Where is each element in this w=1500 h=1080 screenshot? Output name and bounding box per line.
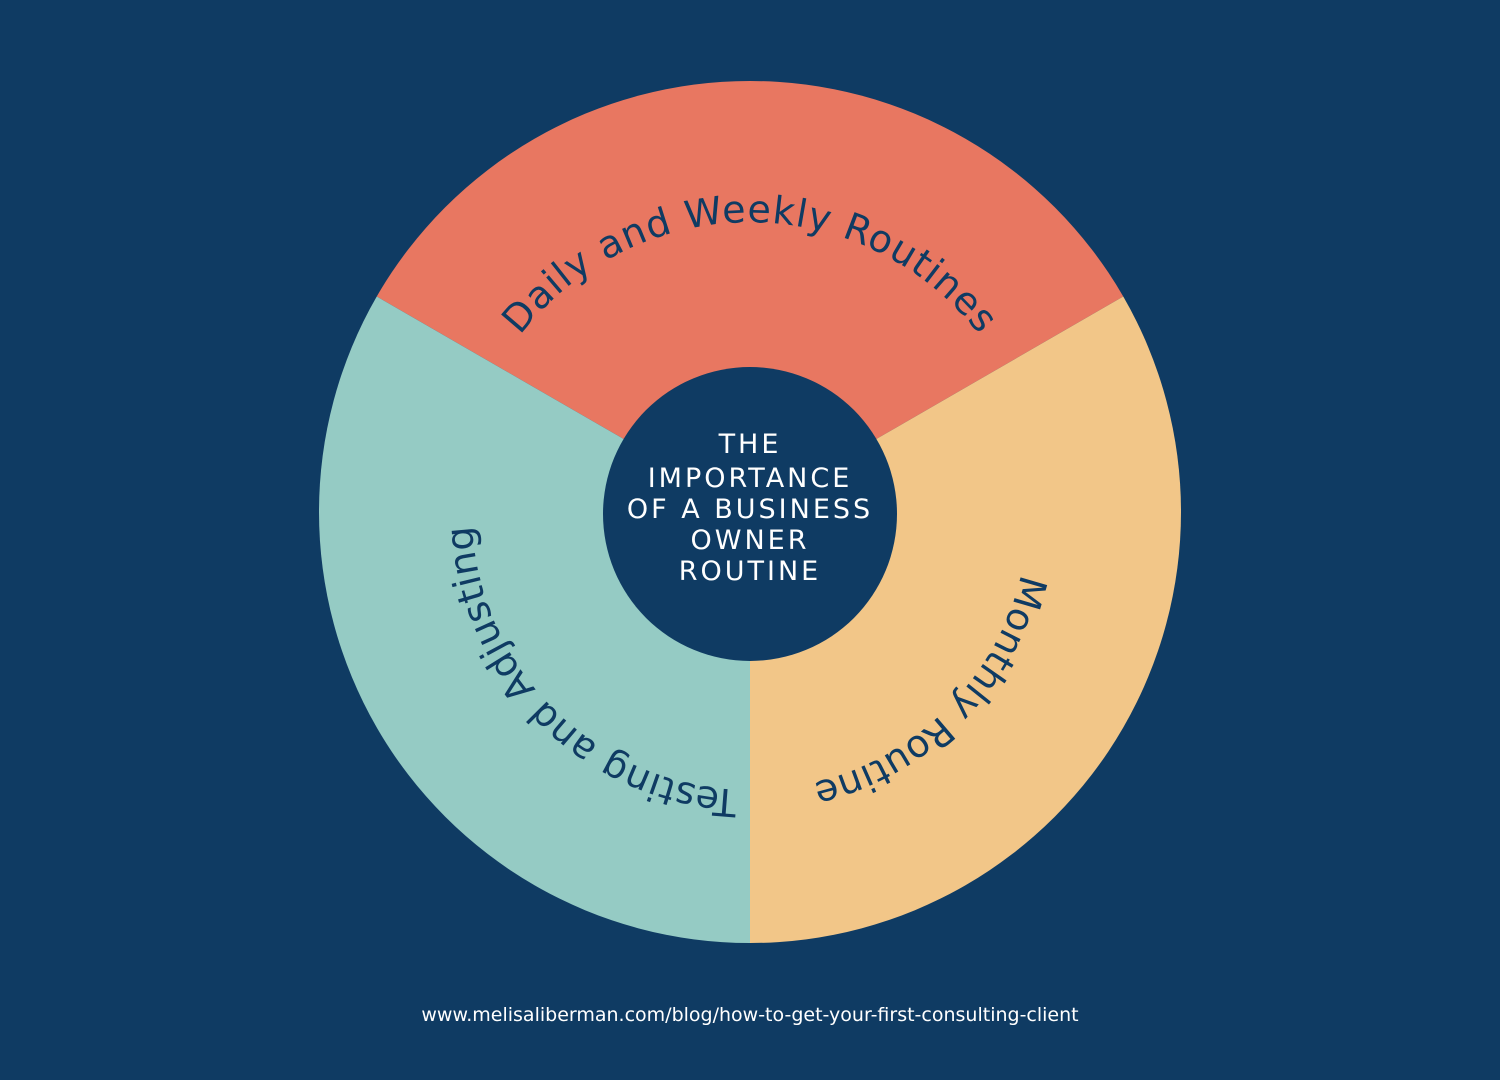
center-title-line-3: OF A BUSINESS	[627, 494, 873, 525]
source-url: www.melisaliberman.com/blog/how-to-get-y…	[421, 1004, 1079, 1026]
center-title-line-4: OWNER	[691, 525, 810, 556]
center-circle	[603, 367, 897, 661]
center-title-line-1: THE	[718, 429, 782, 460]
center-title-line-2: IMPORTANCE	[648, 463, 853, 494]
center-title-line-5: ROUTINE	[679, 556, 822, 587]
